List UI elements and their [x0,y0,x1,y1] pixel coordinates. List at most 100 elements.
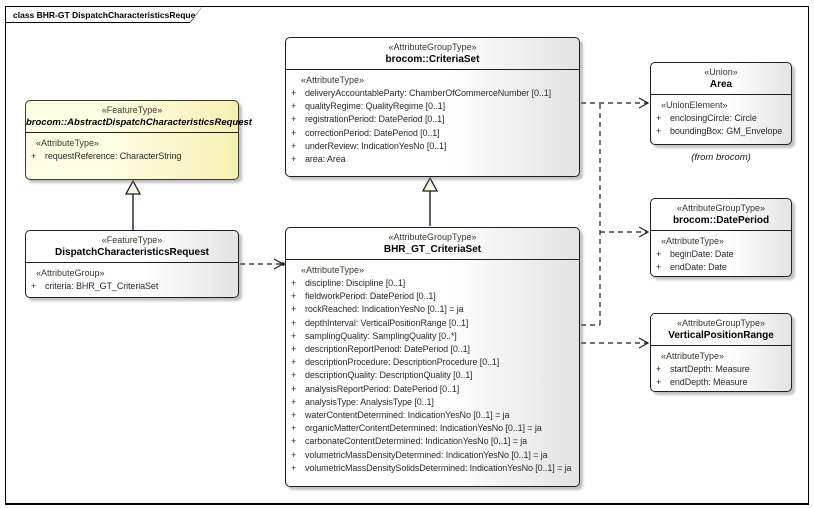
attribute-list: + startDepth: Measure + endDepth: Measur… [651,363,791,389]
visibility-plus: + [291,383,297,394]
class-name: Area [709,79,733,90]
attribute-list: + deliveryAccountableParty: ChamberOfCom… [286,87,579,166]
visibility-plus: + [291,140,297,151]
visibility-plus: + [291,396,297,407]
visibility-plus: + [656,364,662,374]
class-name: brocom::CriteriaSet [385,54,480,65]
attribute-text: analysisType: AnalysisType [0..1] [305,396,434,407]
attribute-text: startDepth: Measure [670,364,750,374]
visibility-plus: + [291,330,297,341]
attribute-text: volumetricMassDensitySolidsDetermined: I… [305,462,572,473]
visibility-plus: + [31,151,37,161]
generalization-arrow-bhrgt-to-criteriaset [421,176,439,226]
body-stereotype: «AttributeType» [301,75,365,85]
attribute-list: + enclosingCircle: Circle + boundingBox:… [651,112,791,138]
visibility-plus: + [291,304,297,315]
diagram-tab: class BHR-GT DispatchCharacteristicsRequ… [5,6,203,23]
attribute-text: requestReference: CharacterString [45,151,182,161]
class-name: DispatchCharacteristicsRequest [55,247,209,258]
visibility-plus: + [656,262,662,273]
visibility-plus: + [291,291,297,302]
attribute-text: descriptionReportPeriod: DatePeriod [0..… [305,344,470,355]
attribute-row: + depthInterval: VerticalPositionRange [… [286,317,579,330]
attribute-row: + beginDate: Date [651,248,791,261]
dependency-arrow-dateperiod [600,226,650,238]
attribute-text: analysisReportPeriod: DatePeriod [0..1] [305,383,460,394]
visibility-plus: + [291,370,297,381]
dependency-arrow-criteria [240,258,285,270]
visibility-plus: + [656,113,662,123]
attribute-text: waterContentDetermined: IndicationYesNo … [305,410,510,421]
visibility-plus: + [291,436,297,447]
attribute-row: + qualityRegime: QualityRegime [0..1] [286,100,579,113]
attribute-text: descriptionProcedure: DescriptionProcedu… [305,357,500,368]
visibility-plus: + [656,249,662,259]
attribute-text: depthInterval: VerticalPositionRange [0.… [305,317,469,328]
body-stereotype: «AttributeType» [661,351,725,361]
attribute-text: discipline: Discipline [0..1] [305,278,406,288]
visibility-plus: + [291,101,297,112]
visibility-plus: + [291,357,297,368]
class-name: BHR_GT_CriteriaSet [383,244,482,255]
class-stereotype: «AttributeGroupType» [676,318,766,328]
dependency-arrow-verticalpositionrange [581,337,650,349]
class-box-brocom-dateperiod: «AttributeGroupType» brocom::DatePeriod … [650,198,792,277]
visibility-plus: + [291,317,297,328]
attribute-row: + waterContentDetermined: IndicationYesN… [286,409,579,422]
class-box-brocom-criteriaset: «AttributeGroupType» brocom::CriteriaSet… [285,37,580,177]
generalization-arrow-dispatch-to-abstract [124,179,142,230]
body-stereotype: «AttributeType» [36,138,100,148]
class-box-dispatch-characteristics-request: «FeatureType» DispatchCharacteristicsReq… [25,230,239,298]
attribute-row: + samplingQuality: SamplingQuality [0..*… [286,330,579,343]
attribute-row: + requestReference: CharacterString [26,150,238,163]
attribute-row: + registrationPeriod: DatePeriod [0..1] [286,113,579,126]
attribute-row: + enclosingCircle: Circle [651,112,791,125]
attribute-text: volumetricMassDensityDetermined: Indicat… [305,449,548,460]
class-stereotype: «AttributeGroupType» [676,203,766,213]
attribute-row: + rockReached: IndicationYesNo [0..1] = … [286,303,579,316]
attribute-text: criteria: BHR_GT_CriteriaSet [45,281,159,291]
from-package-note: (from brocom) [691,152,751,163]
dependency-arrow-area [581,97,650,109]
diagram-title: class BHR-GT DispatchCharacteristicsRequ… [13,9,203,20]
attribute-text: underReview: IndicationYesNo [0..1] [305,140,447,151]
visibility-plus: + [291,278,297,288]
attribute-row: + startDepth: Measure [651,363,791,376]
diagram-frame [5,6,809,505]
class-box-abstract-dispatch-characteristics-request: «FeatureType» brocom::AbstractDispatchCh… [25,100,252,180]
attribute-row: + criteria: BHR_GT_CriteriaSet [26,280,238,293]
body-stereotype: «AttributeType» [301,265,365,275]
attribute-text: correctionPeriod: DatePeriod [0..1] [305,127,440,138]
visibility-plus: + [31,281,37,291]
class-box-bhr-gt-criteriaset: «AttributeGroupType» BHR_GT_CriteriaSet … [285,227,580,487]
body-stereotype: «AttributeGroup» [36,268,105,278]
attribute-row: + deliveryAccountableParty: ChamberOfCom… [286,87,579,100]
attribute-text: qualityRegime: QualityRegime [0..1] [305,101,446,112]
attribute-text: endDepth: Measure [670,377,748,388]
visibility-plus: + [291,114,297,125]
attribute-list: + beginDate: Date + endDate: Date [651,248,791,274]
attribute-text: beginDate: Date [670,249,734,259]
attribute-text: descriptionQuality: DescriptionQuality [… [305,370,473,381]
visibility-plus: + [656,126,662,137]
dependency-trunk-line [581,103,601,326]
attribute-row: + boundingBox: GM_Envelope [651,125,791,138]
visibility-plus: + [656,377,662,388]
attribute-row: + endDate: Date [651,261,791,274]
attribute-row: + discipline: Discipline [0..1] [286,277,579,290]
class-stereotype: «FeatureType» [101,235,163,245]
attribute-text: area: Area [305,154,346,165]
attribute-row: + volumetricMassDensityDetermined: Indic… [286,449,579,462]
class-name: brocom::DatePeriod [672,215,770,226]
class-name: brocom::AbstractDispatchCharacteristicsR… [26,117,252,128]
visibility-plus: + [291,344,297,355]
visibility-plus: + [291,154,297,165]
attribute-row: + analysisReportPeriod: DatePeriod [0..1… [286,383,579,396]
class-name: VerticalPositionRange [668,330,774,341]
attribute-text: deliveryAccountableParty: ChamberOfComme… [305,88,552,98]
visibility-plus: + [291,462,297,473]
class-stereotype: «AttributeGroupType» [388,42,477,52]
attribute-list: + criteria: BHR_GT_CriteriaSet [26,280,238,293]
